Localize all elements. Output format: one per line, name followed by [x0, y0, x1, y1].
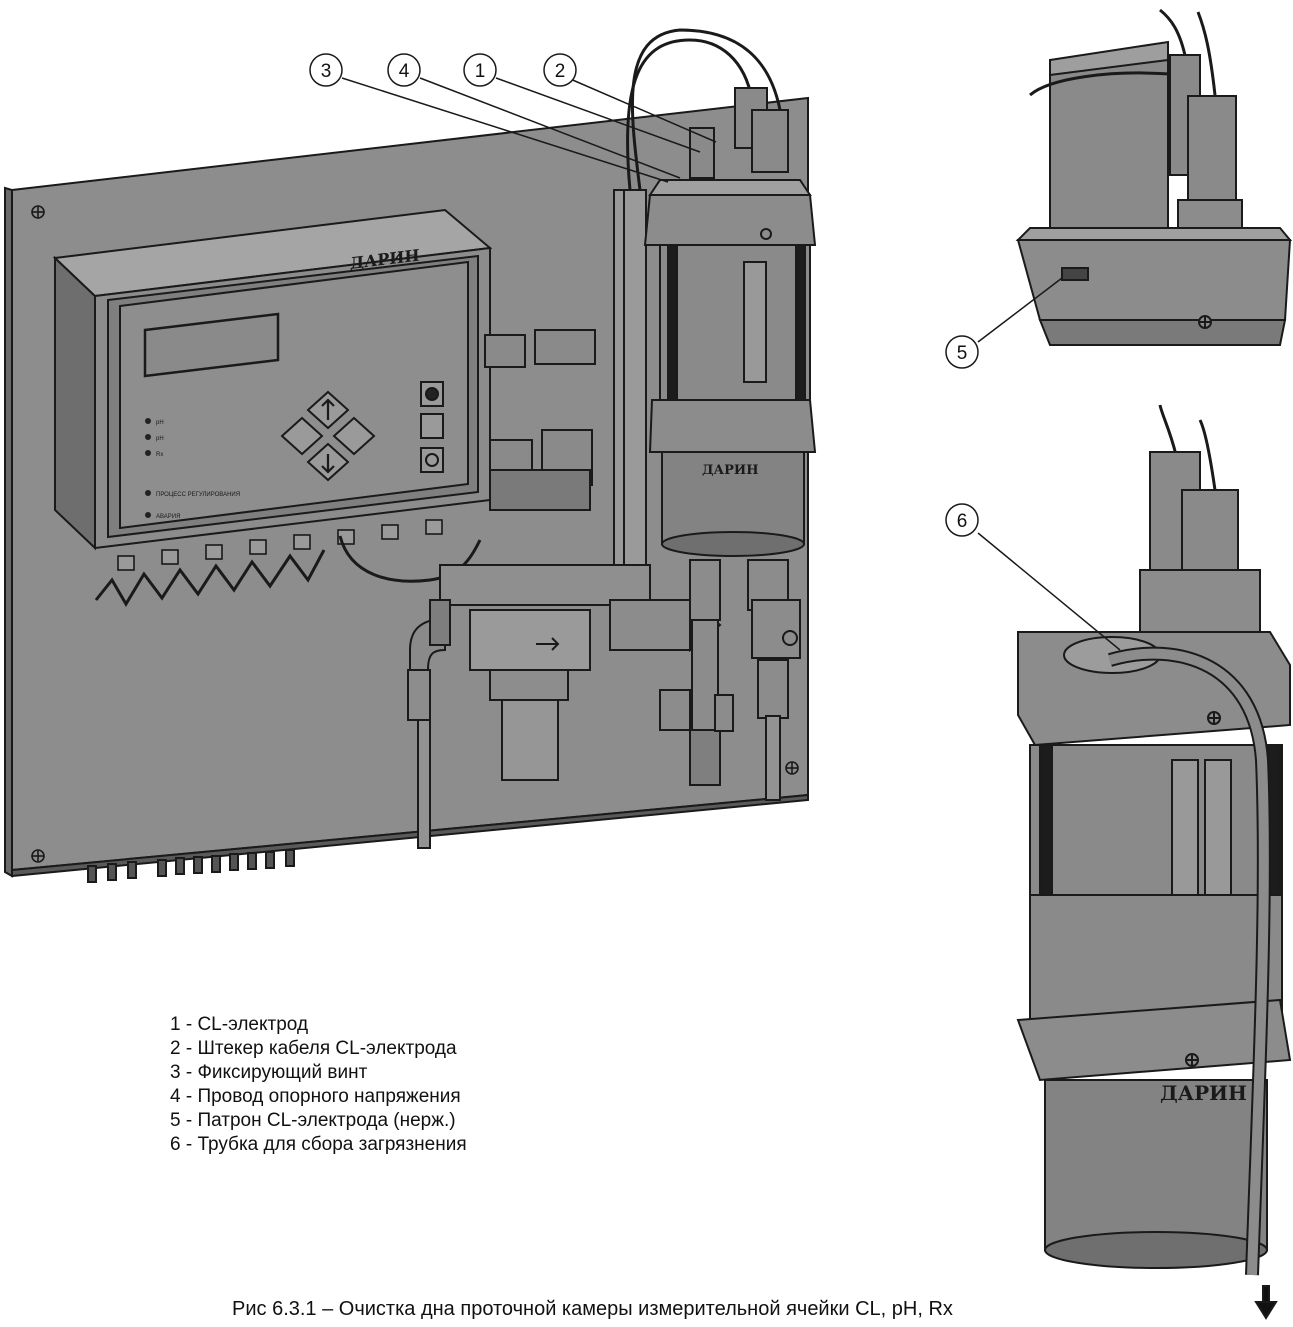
callout-5: 5 [945, 335, 979, 369]
led-label-1: pH [156, 420, 164, 426]
legend-item-5: 5 - Патрон CL-электрода (нерж.) [170, 1110, 456, 1131]
detail-collection-tube: ДАРИН [1016, 404, 1292, 1320]
led-label-5: АВАРИЯ [156, 514, 180, 520]
keypad-diamond [280, 390, 376, 482]
led-label-4: ПРОЦЕСС РЕГУЛИРОВАНИЯ [156, 492, 240, 498]
hydraulic-assembly [407, 329, 801, 849]
legend-item-1: 1 - CL-электрод [170, 1014, 309, 1035]
cell-logo: ДАРИН [702, 463, 759, 478]
led-label-3: Rx [156, 452, 163, 458]
callout-3: 3 [309, 53, 343, 87]
legend-item-2: 2 - Штекер кабеля CL-электрода [170, 1038, 457, 1059]
detail-electrode-cartridge [1015, 8, 1293, 346]
measuring-cell: ДАРИН [626, 28, 817, 557]
detail-logo: ДАРИН [1160, 1081, 1247, 1105]
legend-item-3: 3 - Фиксирующий винт [170, 1062, 368, 1083]
callout-4: 4 [387, 53, 421, 87]
led-label-2: pH [156, 436, 164, 442]
svg-text:1: 1 [475, 61, 486, 82]
svg-text:4: 4 [399, 61, 410, 82]
svg-text:6: 6 [957, 511, 968, 532]
svg-text:5: 5 [957, 343, 968, 364]
svg-text:3: 3 [321, 61, 332, 82]
callout-6: 6 [945, 503, 979, 537]
controller-box: ДАРИН pH pH Rx ПРОЦЕСС РЕГУЛИРОВАНИЯ АВА… [52, 208, 493, 607]
callout-1: 1 [463, 53, 497, 87]
legend-item-6: 6 - Трубка для сбора загрязнения [170, 1134, 467, 1155]
legend: 1 - CL-электрод 2 - Штекер кабеля CL-эле… [170, 1013, 467, 1157]
callout-2: 2 [543, 53, 577, 87]
svg-text:2: 2 [555, 61, 566, 82]
legend-item-4: 4 - Провод опорного напряжения [170, 1086, 461, 1107]
figure-caption: Рис 6.3.1 – Очистка дна проточной камеры… [232, 1298, 953, 1320]
callout-leaders [341, 77, 1121, 651]
